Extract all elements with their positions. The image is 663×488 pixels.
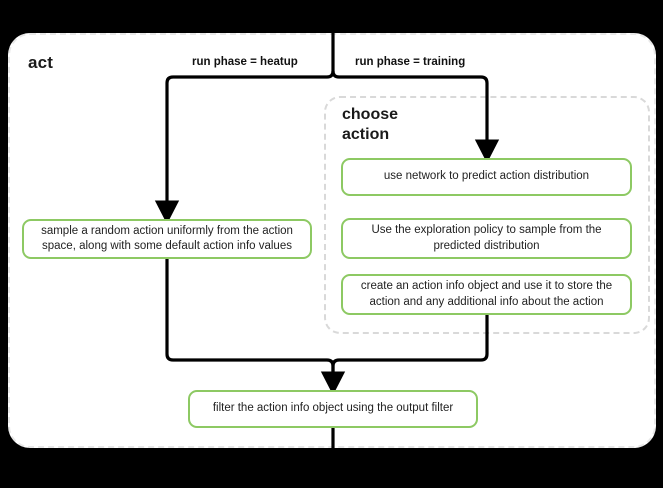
node-exploration-policy[interactable]: Use the exploration policy to sample fro… [341,218,632,259]
edge-label-run-phase-heatup: run phase = heatup [192,56,298,68]
edge-label-run-phase-training: run phase = training [355,56,466,68]
choose-action-title-line2: action [342,126,390,143]
node-use-network-predict[interactable]: use network to predict action distributi… [341,158,632,196]
node-sample-random-action[interactable]: sample a random action uniformly from th… [22,219,312,259]
choose-action-title-line1: choose [342,106,399,123]
act-title: act [28,53,54,72]
choose-action-title: choose action [342,105,472,145]
node-create-action-info[interactable]: create an action info object and use it … [341,274,632,315]
node-filter-output[interactable]: filter the action info object using the … [188,390,478,428]
